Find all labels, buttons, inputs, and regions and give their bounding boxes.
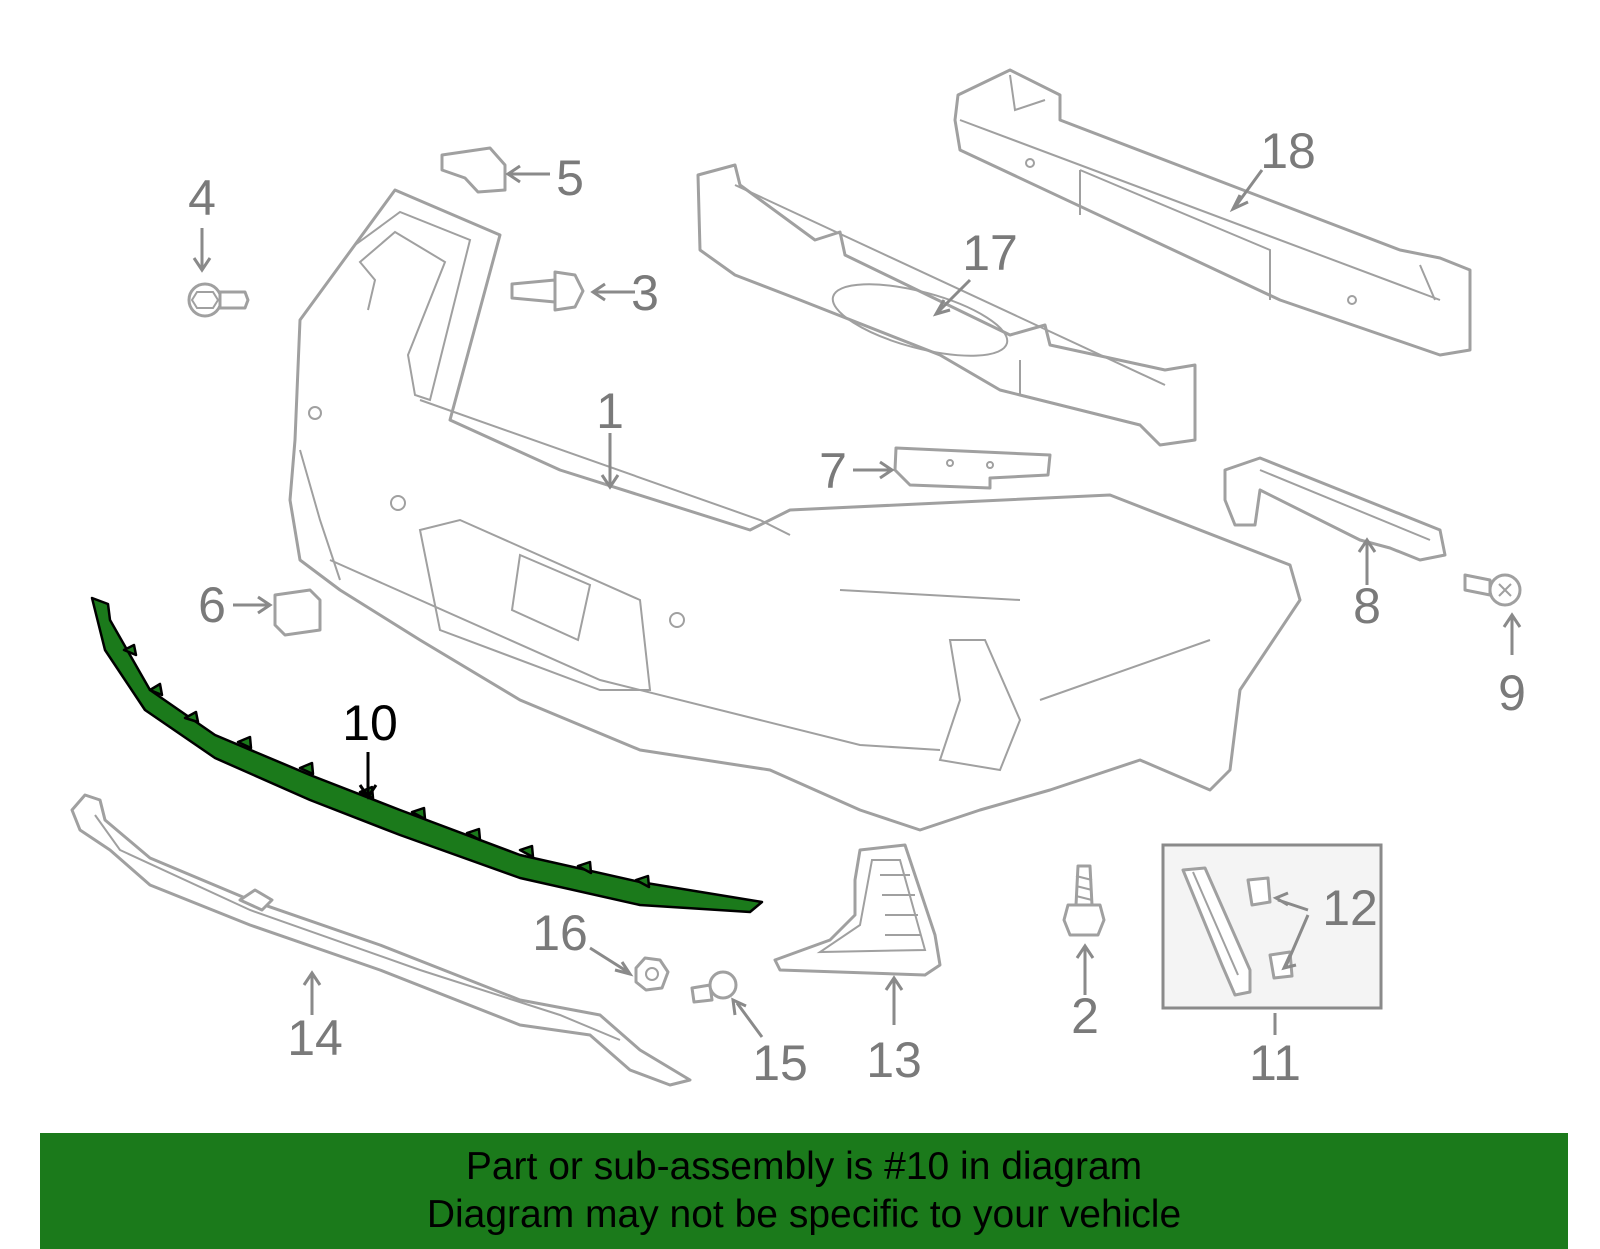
part-10-lower-garnish — [90, 596, 764, 914]
info-banner: Part or sub-assembly is #10 in diagram D… — [40, 1133, 1568, 1249]
part-7-bracket — [893, 446, 1052, 490]
part-4-bolt — [187, 282, 250, 318]
part-11-group-box — [1161, 843, 1383, 1010]
banner-line-disclaimer: Diagram may not be specific to your vehi… — [426, 1193, 1182, 1236]
label-15: 15 — [752, 1035, 808, 1091]
label-13: 13 — [866, 1032, 922, 1088]
label-16: 16 — [532, 905, 588, 961]
part-6-clip — [273, 588, 322, 637]
part-18-reinforcement-beam — [953, 68, 1472, 357]
label-2: 2 — [1071, 988, 1099, 1044]
part-2-bolt — [1062, 864, 1106, 937]
label-5: 5 — [556, 150, 584, 206]
label-12: 12 — [1322, 880, 1378, 936]
part-16-nut — [634, 956, 670, 992]
label-11: 11 — [1249, 1035, 1301, 1091]
label-14: 14 — [287, 1010, 343, 1066]
banner-line-part-number: Part or sub-assembly is #10 in diagram — [465, 1145, 1143, 1188]
label-10: 10 — [342, 695, 398, 751]
part-3-bolt — [510, 270, 585, 312]
label-7: 7 — [819, 443, 847, 499]
part-14-lower-trim — [70, 793, 692, 1087]
label-8: 8 — [1353, 578, 1381, 634]
part-9-screw — [1463, 573, 1522, 607]
part-5-clip — [440, 146, 507, 194]
part-13-reflector — [773, 843, 942, 977]
label-18: 18 — [1260, 123, 1316, 179]
label-17: 17 — [962, 225, 1018, 281]
label-9: 9 — [1498, 665, 1526, 721]
callout-labels: 1 2 3 4 5 6 7 8 9 10 11 12 13 14 15 16 1… — [188, 123, 1526, 1091]
label-3: 3 — [631, 265, 659, 321]
part-1-bumper-cover — [288, 188, 1302, 832]
label-1: 1 — [596, 383, 624, 439]
label-6: 6 — [198, 577, 226, 633]
leader-lines — [192, 164, 1522, 1038]
part-8-spacer — [1223, 456, 1447, 562]
part-15-fastener — [690, 970, 738, 1004]
label-4: 4 — [188, 170, 216, 226]
